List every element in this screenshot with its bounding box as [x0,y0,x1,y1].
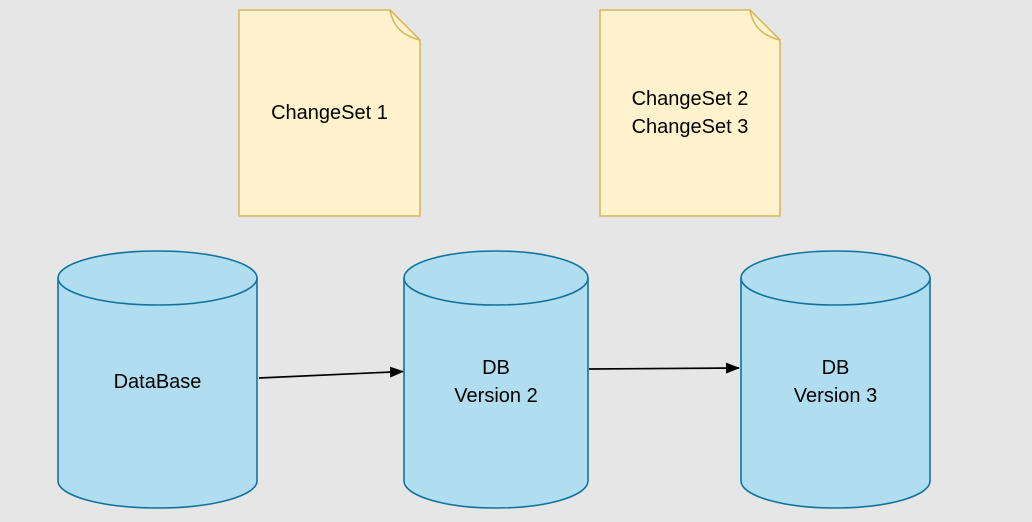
cylinder-body [740,250,931,509]
note-body [238,9,421,217]
db-version-3-cylinder [740,250,931,509]
cylinder-rim [740,277,931,306]
note-folded-corner-icon [389,9,421,41]
note-body [599,9,781,217]
arrow-database-to-db-version-2 [258,366,404,379]
cylinder-rim [403,277,589,306]
changeset-2-3-note [599,9,781,217]
changeset-1-note [238,9,421,217]
cylinder-rim [57,277,258,306]
cylinder-body [57,250,258,509]
arrow-db-version-2-to-db-version-3 [588,362,740,374]
note-folded-corner-icon [749,9,781,41]
db-version-2-cylinder [403,250,589,509]
cylinder-body [403,250,589,509]
database-cylinder [57,250,258,509]
